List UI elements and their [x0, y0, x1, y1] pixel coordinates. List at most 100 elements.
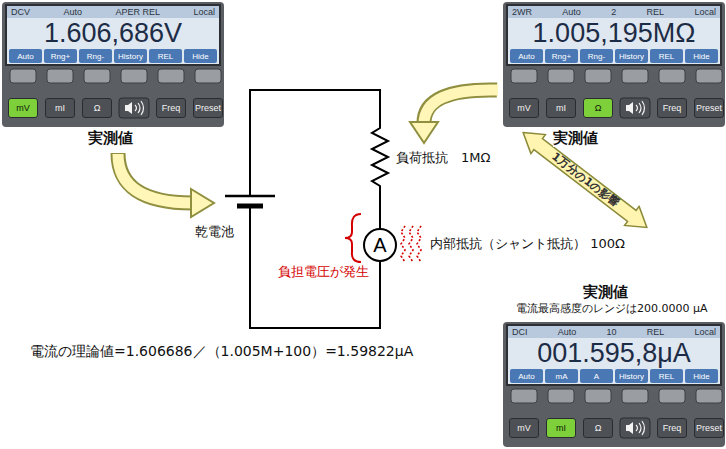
button-label: Ω [94, 103, 101, 113]
softkey-label: Rng+ [552, 52, 571, 61]
arrow-caption: 1万分の1の影響 [548, 150, 621, 211]
meter-screen: 2WRAuto2RELLocal1.005,195MΩAutoRng+Rng-H… [507, 5, 721, 65]
button-label: mI [556, 103, 566, 113]
function-button: mI [546, 418, 576, 438]
battery-label: 乾電池 [195, 224, 234, 240]
button-label: Freq [162, 103, 181, 113]
softkey-tab: REL [149, 49, 182, 63]
heat-mark [401, 226, 405, 262]
status-text: DCI [512, 327, 528, 337]
softkey-row: Auto Rng+ Rng- History REL Hide [508, 49, 720, 63]
button-label: Preset [696, 103, 722, 113]
meter-reading: 1.005,195MΩ [533, 18, 696, 49]
status-text: DCV [11, 7, 30, 17]
softkey-tab: History [615, 49, 648, 63]
softkey-label: Hide [693, 372, 709, 381]
softkey-tab: Rng- [79, 49, 112, 63]
softkey-tab: Hide [685, 369, 718, 383]
softkey-tab: REL [650, 49, 683, 63]
measured-caption: 実測値 [553, 129, 598, 147]
softkey-tab: History [615, 369, 648, 383]
ammeter-letter: A [373, 234, 386, 257]
function-button: mI [546, 98, 576, 118]
function-button: Freq [156, 98, 186, 118]
function-button: Preset [193, 98, 223, 118]
yellow-arrow-head [410, 122, 438, 143]
wire-top [250, 90, 388, 230]
button-label: Ω [595, 103, 602, 113]
ammeter-symbol: A [363, 228, 397, 262]
double-arrow-body [516, 123, 654, 237]
red-brace [345, 214, 361, 262]
reading-area: 001.595,8μA [508, 338, 720, 369]
softkey-tab: Auto [510, 369, 543, 383]
meter-reading: 1.606,686V [44, 18, 182, 49]
status-text: Local [694, 7, 716, 17]
softkey-label: A [594, 372, 599, 381]
function-button: mV [509, 418, 539, 438]
softkey-label: Rng- [87, 52, 104, 61]
function-button: Preset [694, 98, 724, 118]
softkey-label: History [118, 52, 143, 61]
softkey-row: Auto mA A History REL Hide [508, 369, 720, 383]
function-button: Ω [82, 98, 112, 118]
softkey-tab: Auto [9, 49, 42, 63]
status-text: REL [647, 327, 665, 337]
formula: 電流の理論値=1.606686／（1.005M+100）=1.59822μA [30, 343, 413, 360]
status-text: Auto [562, 7, 581, 17]
meter-screen: DCIAuto10RELLocal001.595,8μAAutomAAHisto… [507, 325, 721, 385]
softkey-tab: Rng+ [545, 49, 578, 63]
function-button: mV [8, 98, 38, 118]
measured-caption: 実測値 [583, 283, 628, 301]
function-button: Freq [657, 98, 687, 118]
softkey-label: REL [158, 52, 174, 61]
button-label: mV [517, 103, 531, 113]
button-label: mV [517, 423, 531, 433]
meter-current [503, 322, 725, 447]
status-bar: DCVAutoAPER RELLocal [7, 6, 219, 18]
measured-caption: 実測値 [88, 129, 133, 147]
button-label: Freq [663, 423, 682, 433]
status-text: Auto [63, 7, 82, 17]
softkey-label: History [619, 372, 644, 381]
function-button: Freq [657, 418, 687, 438]
status-text: Auto [558, 327, 577, 337]
softkey-tab: History [114, 49, 147, 63]
meter-resistance [503, 2, 725, 127]
softkey-tab: REL [650, 369, 683, 383]
softkey-row: Auto Rng+ Rng- History REL Hide [7, 49, 219, 63]
battery-plate-long [225, 195, 275, 198]
reading-area: 1.005,195MΩ [508, 18, 720, 49]
yellow-arrow-outline [118, 153, 192, 203]
yellow-arrow-head [191, 189, 214, 217]
meter-voltage [2, 2, 224, 127]
softkey-label: History [619, 52, 644, 61]
button-label: mV [16, 103, 30, 113]
meter-reading: 001.595,8μA [537, 338, 691, 369]
status-text: 2WR [512, 7, 532, 17]
status-text: Local [193, 7, 215, 17]
softkey-label: Auto [518, 372, 534, 381]
status-text: 10 [606, 327, 616, 337]
wire-bottom [250, 206, 380, 328]
function-button: mI [45, 98, 75, 118]
softkey-tab: mA [545, 369, 578, 383]
softkey-label: mA [556, 372, 568, 381]
status-text: REL [647, 7, 665, 17]
button-label: mI [556, 423, 566, 433]
softkey-label: Hide [192, 52, 208, 61]
softkey-label: Rng+ [51, 52, 70, 61]
softkey-tab: Rng+ [44, 49, 77, 63]
softkey-label: Rng- [588, 52, 605, 61]
softkey-label: Auto [518, 52, 534, 61]
status-bar: 2WR Auto 2 REL Local [508, 6, 720, 18]
softkey-tab: Rng- [580, 49, 613, 63]
softkey-label: Hide [693, 52, 709, 61]
meter-screen: DCVAutoAPER RELLocal1.606,686VAutoRng+Rn… [6, 5, 220, 65]
heat-mark [417, 226, 421, 262]
status-text: 2 [611, 7, 616, 17]
status-bar: DCIAuto10RELLocal [508, 326, 720, 338]
button-label: mI [55, 103, 65, 113]
yellow-arrow-outline [424, 90, 497, 123]
